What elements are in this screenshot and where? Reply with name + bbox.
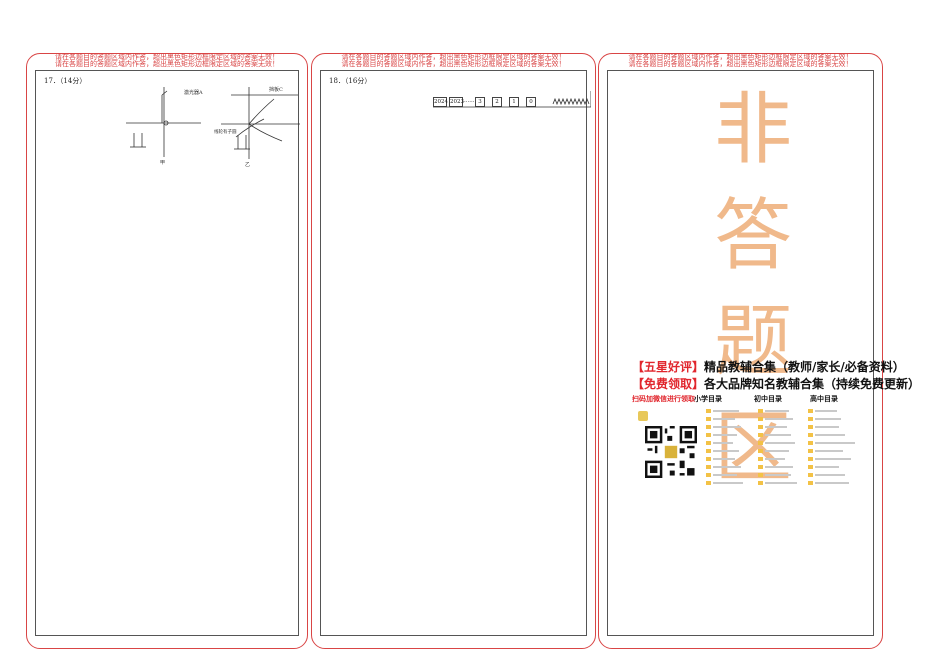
number-box: 0	[526, 97, 536, 107]
warning-text: 请在各题目的答题区域内作答，超出黑色矩形边框限定区域的答案无效！	[55, 60, 279, 68]
question-label-18: 18．（16分）	[329, 77, 372, 85]
ad-list-middle	[758, 407, 813, 487]
answer-box-18[interactable]: 18．（16分） 2024 2023 ...... 3 2 1 0	[320, 70, 591, 636]
answer-column-1: 请在各题目的答题区域内作答，超出黑色矩形边框限定区域的答案无效！ 请在各题目的答…	[26, 53, 308, 649]
number-box: 2023	[449, 97, 464, 107]
watermark-char: 非	[713, 85, 792, 175]
number-box: 2024	[433, 97, 448, 107]
number-box-ellipsis: ......	[464, 97, 475, 107]
figure-left-label: 激光器A	[184, 89, 203, 96]
ad-scan-text: 扫码加微信进行领取	[632, 395, 695, 403]
avatar	[638, 411, 648, 421]
question-label-17: 17．（14分）	[44, 77, 87, 85]
warning-text: 请在各题目的答题区域内作答，超出黑色矩形边框限定区域的答案无效！	[628, 53, 853, 61]
number-box: 2	[492, 97, 502, 107]
ad-line-1-bracket: 【五星好评】	[632, 360, 705, 374]
ad-col-head: 高中目录	[810, 395, 838, 403]
ad-line-2-text: 各大品牌知名教辅合集（持续免费更新）	[704, 377, 921, 391]
ad-col-head: 小学目录	[694, 395, 722, 403]
figure-right	[221, 87, 300, 159]
qr-code-icon[interactable]	[645, 426, 697, 478]
figure-right-label: 挡板C	[269, 86, 283, 93]
ad-line-2: 【免费领取】各大品牌知名教辅合集（持续免费更新）	[632, 375, 920, 392]
watermark-char: 题	[713, 297, 792, 387]
answer-box-17[interactable]: 17．（14分） 激光器A 甲	[35, 70, 300, 636]
ad-list-high	[808, 407, 863, 487]
warning-text: 请在各题目的答题区域内作答，超出黑色矩形边框限定区域的答案无效！	[341, 53, 566, 61]
watermark-char: 答	[713, 191, 792, 281]
non-answer-area: 非 答 题 区 【五星好评】精品教辅合集（教师/家长/必备资料） 【免费领取】各…	[607, 70, 920, 636]
figure-right-caption: 乙	[245, 161, 250, 168]
number-box: 1	[509, 97, 519, 107]
spring-figure	[433, 91, 591, 108]
answer-column-3: 请在各题目的答题区域内作答，超出黑色矩形边框限定区域的答案无效！ 请在各题目的答…	[598, 53, 920, 649]
ad-line-2-bracket: 【免费领取】	[632, 377, 705, 391]
ad-line-1: 【五星好评】精品教辅合集（教师/家长/必备资料）	[632, 358, 905, 375]
figure-17: 激光器A 甲 挡板C 线轮有子圆 乙	[126, 86, 300, 168]
ad-line-1-text: 精品教辅合集（教师/家长/必备资料）	[704, 360, 905, 374]
warning-text: 请在各题目的答题区域内作答，超出黑色矩形边框限定区域的答案无效！	[628, 60, 853, 68]
figure-left-caption: 甲	[160, 160, 165, 166]
ad-col-head: 初中目录	[754, 395, 782, 403]
figure-right-label-2: 线轮有子圆	[214, 128, 237, 135]
answer-column-2: 请在各题目的答题区域内作答，超出黑色矩形边框限定区域的答案无效！ 请在各题目的答…	[311, 53, 596, 649]
warning-text: 请在各题目的答题区域内作答，超出黑色矩形边框限定区域的答案无效！	[341, 60, 566, 68]
ad-list-primary	[706, 407, 761, 487]
figure-left	[126, 87, 201, 157]
number-box: 3	[475, 97, 485, 107]
warning-text: 请在各题目的答题区域内作答，超出黑色矩形边框限定区域的答案无效！	[55, 53, 279, 61]
